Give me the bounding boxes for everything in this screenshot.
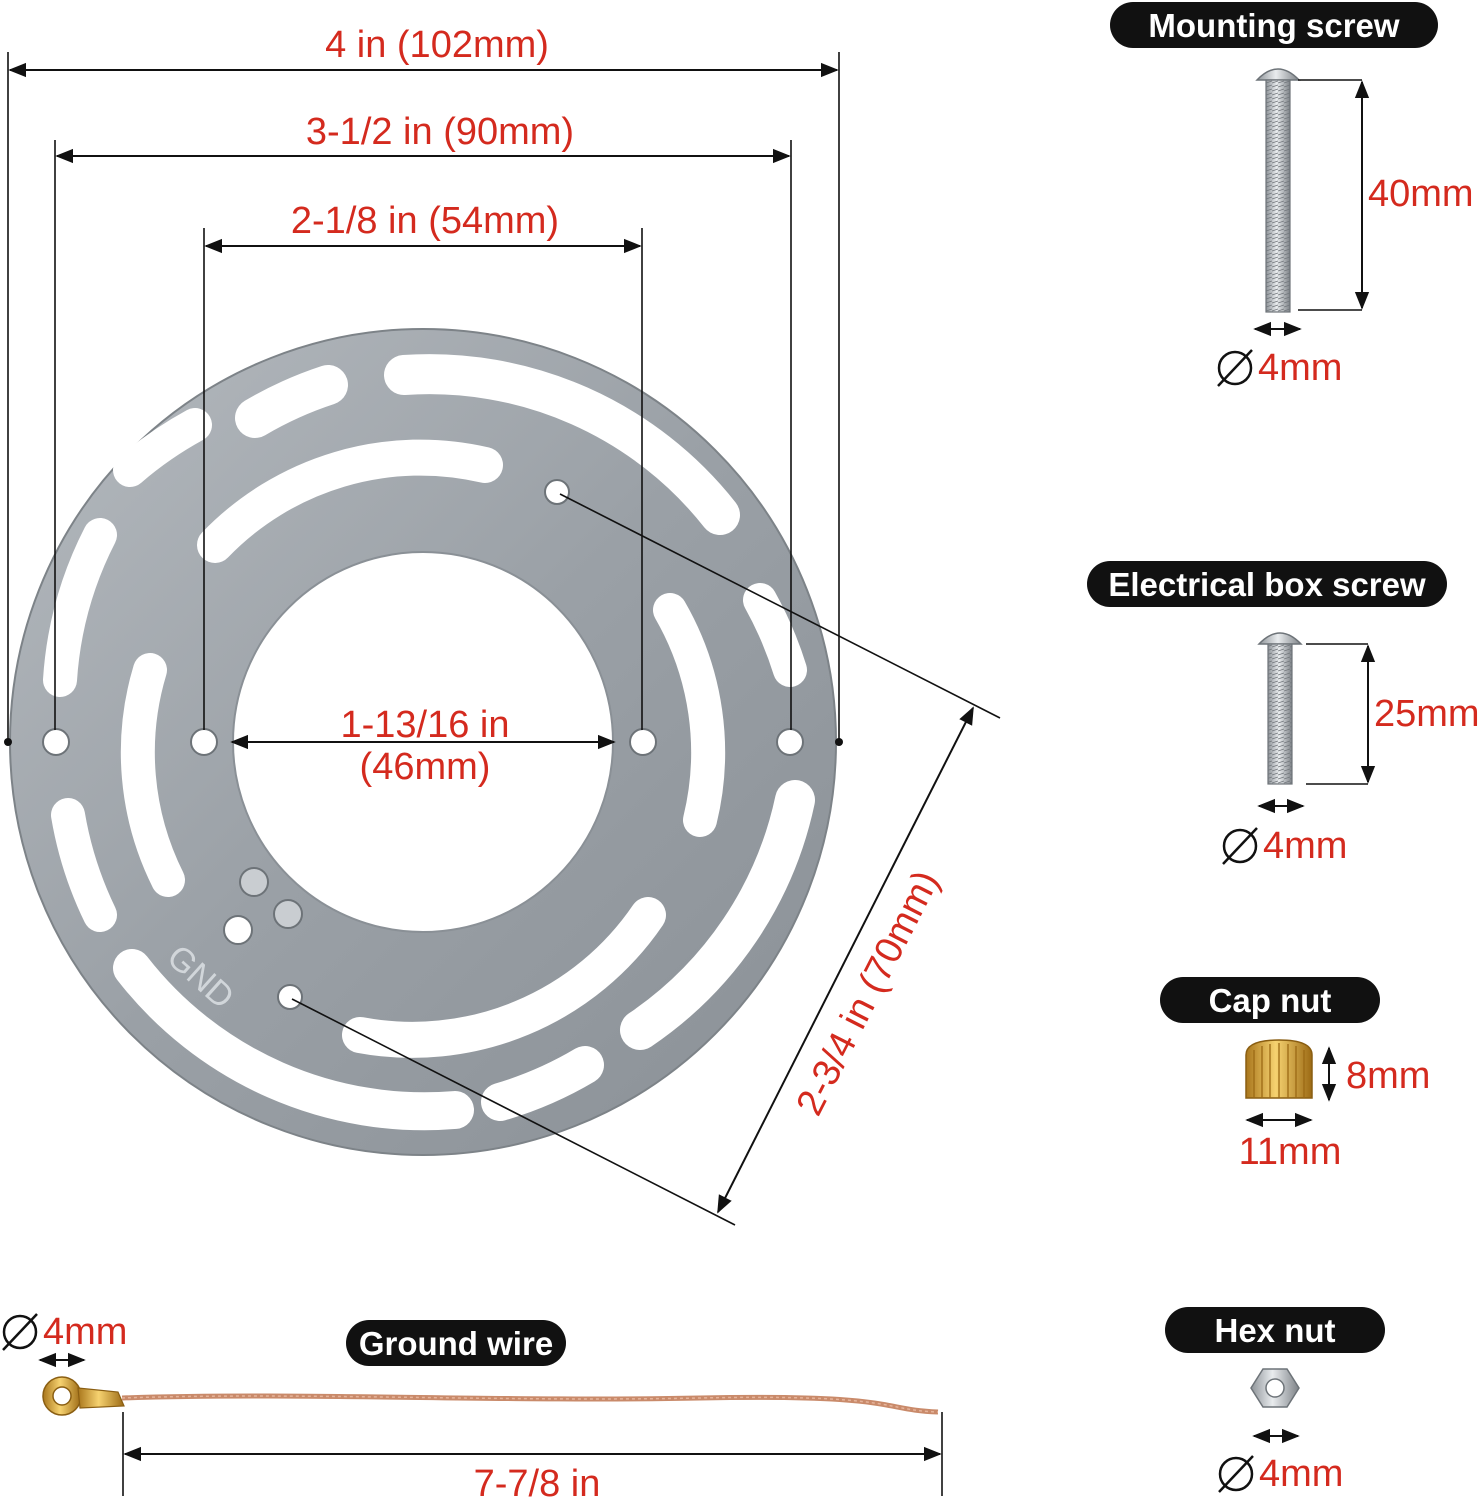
- ground-wire-title: Ground wire: [359, 1325, 553, 1362]
- mounting-screw-length: 40mm: [1368, 173, 1474, 215]
- dim-holes-outer-label: 3-1/2 in (90mm): [306, 111, 574, 153]
- diameter-icon: [1218, 1455, 1254, 1493]
- cap-nut-title: Cap nut: [1209, 982, 1332, 1019]
- mounting-screw-title: Mounting screw: [1148, 7, 1400, 44]
- stud: [273, 899, 303, 929]
- box-screw-diameter: 4mm: [1263, 825, 1347, 867]
- stud: [239, 867, 269, 897]
- hole: [629, 728, 657, 756]
- dim-outer-label: 4 in (102mm): [325, 24, 549, 66]
- slot: [384, 354, 740, 535]
- hole: [277, 984, 303, 1010]
- hole: [776, 728, 804, 756]
- slot: [653, 593, 726, 837]
- ground-wire-group: Ground wire 4mm 7-7/8 in: [2, 1311, 943, 1500]
- inner-slots: [120, 439, 726, 1058]
- hole: [42, 728, 70, 756]
- ground-wire-length: 7-7/8 in: [474, 1463, 601, 1500]
- ground-wire-icon: [42, 1376, 939, 1416]
- box-screw-length: 25mm: [1374, 693, 1480, 735]
- dim-line-diagonal: [717, 706, 974, 1214]
- diameter-icon: [1217, 349, 1253, 387]
- slot: [113, 949, 474, 1131]
- diameter-icon: [2, 1313, 38, 1351]
- mounting-screw-icon: [1255, 68, 1301, 81]
- mounting-screw-diameter: 4mm: [1258, 347, 1342, 389]
- dim-center-label-1: 1-13/16 in: [340, 704, 509, 746]
- hole: [544, 479, 570, 505]
- slot: [743, 583, 807, 687]
- dim-diagonal-label: 2-3/4 in (70mm): [789, 864, 948, 1122]
- box-screw-group: Electrical box screw 25mm 4mm: [1087, 561, 1480, 867]
- ground-studs: [239, 867, 303, 929]
- ground-wire-ring-diameter: 4mm: [43, 1311, 127, 1353]
- hex-nut-icon: [1250, 1368, 1300, 1408]
- box-screw-title-pill: [1087, 561, 1447, 607]
- diameter-icon: [1222, 827, 1258, 865]
- cap-nut-width: 11mm: [1239, 1131, 1342, 1173]
- dim-holes-inner-label: 2-1/8 in (54mm): [291, 200, 559, 242]
- box-screw-icon: [1257, 632, 1303, 645]
- slot: [342, 897, 666, 1058]
- hex-nut-title: Hex nut: [1214, 1312, 1335, 1349]
- mounting-screw-group: Mounting screw 40mm 4mm: [1110, 2, 1474, 389]
- hex-nut-title-pill: [1165, 1307, 1385, 1353]
- hex-nut-diameter: 4mm: [1259, 1453, 1343, 1495]
- slot: [51, 798, 117, 932]
- cap-nut-height: 8mm: [1346, 1055, 1430, 1097]
- cap-nut-title-pill: [1160, 977, 1380, 1023]
- hex-nut-group: Hex nut 4mm: [1165, 1307, 1385, 1495]
- mounting-screw-title-pill: [1110, 2, 1438, 48]
- cap-nut-icon: [1245, 1039, 1313, 1099]
- ground-wire-title-pill: [346, 1320, 566, 1366]
- box-screw-title: Electrical box screw: [1108, 566, 1426, 603]
- slot: [235, 365, 348, 438]
- slot: [197, 439, 503, 563]
- slot: [120, 653, 185, 897]
- slot: [113, 408, 212, 487]
- cap-nut-group: Cap nut 8mm 11mm: [1160, 977, 1430, 1173]
- slot: [43, 518, 117, 697]
- slot: [481, 1046, 604, 1121]
- hole: [223, 915, 253, 945]
- hole: [190, 728, 218, 756]
- dim-center-label-2: (46mm): [360, 746, 491, 788]
